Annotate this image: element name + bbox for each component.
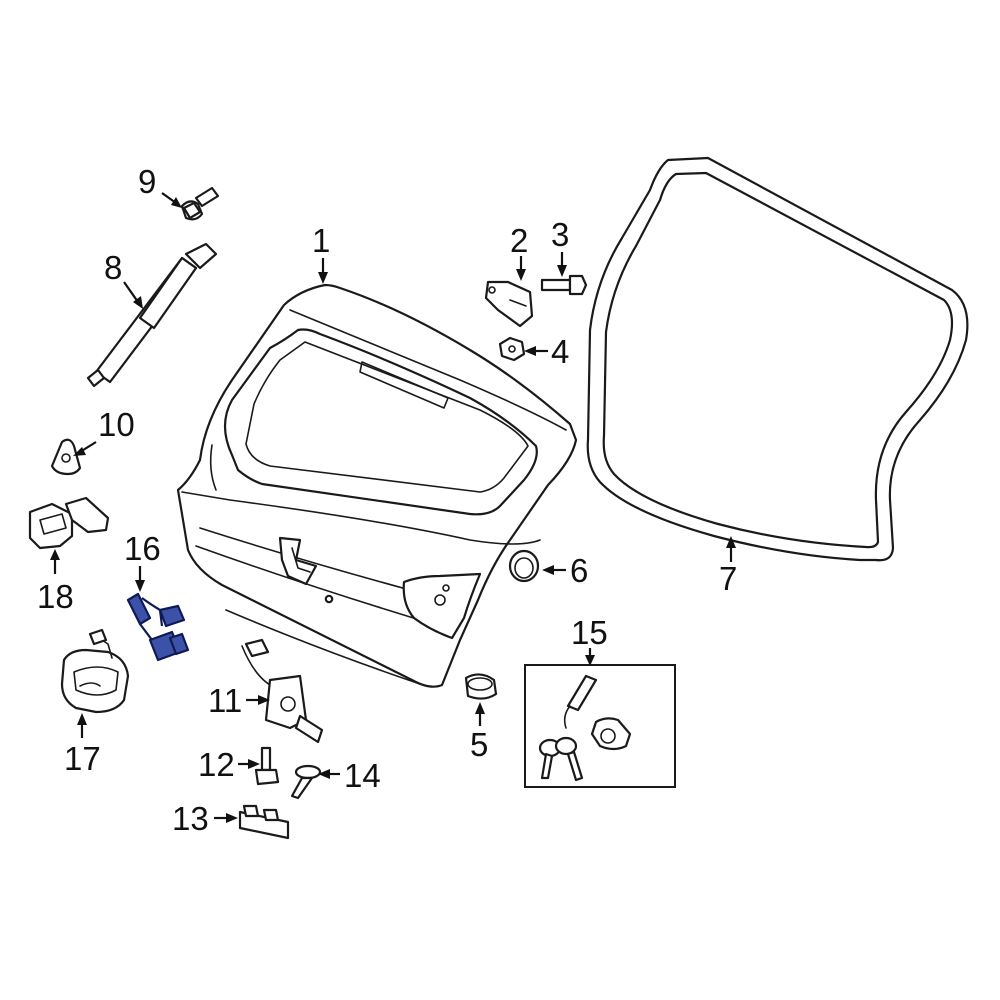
part-17-handle[interactable] [60, 628, 130, 714]
svg-text:11: 11 [208, 682, 242, 719]
part-4-nut[interactable] [498, 336, 526, 362]
callout-16: 16 [124, 530, 161, 592]
part-12-bolt[interactable] [254, 746, 280, 786]
callout-4: 4 [524, 333, 569, 370]
part-3-bolt[interactable] [540, 274, 588, 296]
part-15-lock-kit[interactable] [524, 664, 676, 788]
part-1-liftgate[interactable] [176, 283, 578, 688]
callout-6: 6 [542, 552, 588, 589]
svg-text:9: 9 [138, 163, 156, 200]
svg-text:8: 8 [104, 249, 122, 286]
callout-7: 7 [719, 536, 737, 597]
callout-15: 15 [571, 614, 608, 666]
callout-2: 2 [510, 222, 528, 281]
part-16-harness[interactable] [126, 592, 190, 662]
svg-text:14: 14 [344, 757, 381, 794]
part-14-screw[interactable] [290, 764, 322, 800]
svg-text:5: 5 [470, 726, 488, 763]
part-2-hinge[interactable] [484, 280, 534, 328]
part-6-plug[interactable] [508, 549, 540, 583]
svg-text:18: 18 [37, 578, 74, 615]
callout-14: 14 [318, 757, 381, 794]
svg-text:16: 16 [124, 530, 161, 567]
callout-10: 10 [73, 406, 135, 456]
callout-18: 18 [37, 549, 74, 615]
callout-9: 9 [138, 163, 182, 208]
svg-text:15: 15 [571, 614, 608, 651]
svg-text:17: 17 [64, 740, 101, 777]
part-18-latch[interactable] [28, 496, 110, 550]
callout-17: 17 [64, 713, 101, 777]
callout-8: 8 [104, 249, 143, 309]
svg-text:13: 13 [172, 800, 209, 837]
callout-12: 12 [198, 746, 260, 783]
callout-5: 5 [470, 702, 488, 763]
callout-13: 13 [172, 800, 238, 837]
callout-11: 11 [208, 682, 270, 719]
part-7-weatherstrip[interactable] [586, 156, 969, 562]
svg-text:12: 12 [198, 746, 235, 783]
svg-text:3: 3 [551, 216, 569, 253]
callout-1: 1 [312, 222, 330, 284]
part-10-bumper[interactable] [50, 438, 82, 476]
part-11-actuator[interactable] [241, 638, 324, 744]
svg-text:10: 10 [98, 406, 135, 443]
part-5-plug[interactable] [464, 673, 498, 700]
svg-text:6: 6 [570, 552, 588, 589]
callout-3: 3 [551, 216, 569, 277]
svg-text:2: 2 [510, 222, 528, 259]
svg-text:7: 7 [719, 560, 737, 597]
part-13-license-lamp[interactable] [238, 804, 290, 840]
part-9-bolt[interactable] [180, 186, 220, 221]
part-8-lift-support[interactable] [86, 242, 218, 388]
svg-text:1: 1 [312, 222, 330, 259]
svg-text:4: 4 [551, 333, 569, 370]
